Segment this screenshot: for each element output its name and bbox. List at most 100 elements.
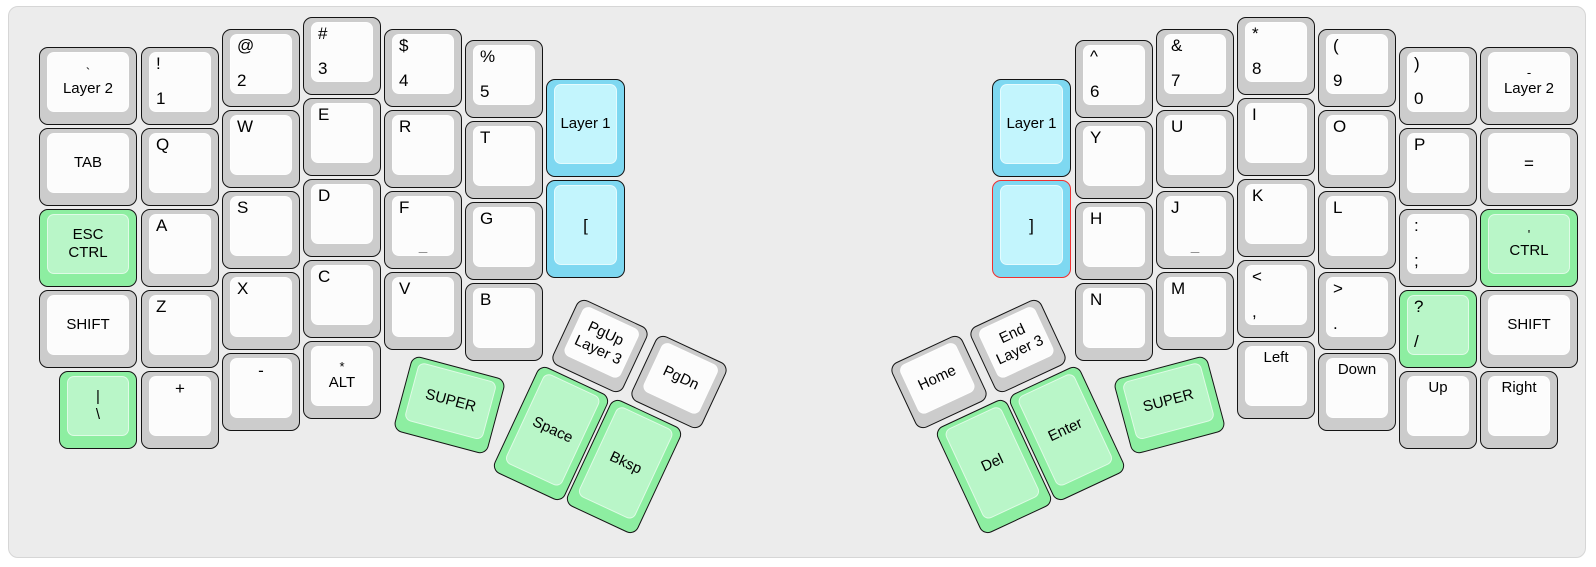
key-label: P — [1414, 135, 1426, 154]
key-question-slash[interactable]: ?/ — [1399, 290, 1477, 368]
keycap-top: M — [1164, 277, 1226, 337]
keycap-top: -Layer 2 — [1488, 52, 1570, 112]
key-u[interactable]: U — [1156, 110, 1234, 188]
key-w[interactable]: W — [222, 110, 300, 188]
key-s[interactable]: S — [222, 191, 300, 269]
key-label: TAB — [73, 154, 103, 171]
key-5[interactable]: %5 — [465, 40, 543, 118]
key-4[interactable]: $4 — [384, 29, 462, 107]
key-a[interactable]: A — [141, 209, 219, 287]
key-8[interactable]: *8 — [1237, 17, 1315, 95]
key-q[interactable]: Q — [141, 128, 219, 206]
keycap-top: @2 — [230, 34, 292, 94]
key-g[interactable]: G — [465, 202, 543, 280]
key-rbracket[interactable]: ] — [992, 180, 1071, 278]
key-comma[interactable]: <, — [1237, 260, 1315, 338]
key-3[interactable]: #3 — [303, 17, 381, 95]
key-period[interactable]: >. — [1318, 272, 1396, 350]
key-label: R — [399, 117, 412, 136]
keycap-top: ^6 — [1083, 45, 1145, 105]
key-e[interactable]: E — [303, 98, 381, 176]
keycap-top: O — [1326, 115, 1388, 175]
key-c[interactable]: C — [303, 260, 381, 338]
key-t[interactable]: T — [465, 121, 543, 199]
key-right-arrow[interactable]: Right — [1480, 371, 1558, 449]
key-z[interactable]: Z — [141, 290, 219, 368]
key-asterisk-alt[interactable]: *ALT — [303, 341, 381, 419]
key-7[interactable]: &7 — [1156, 29, 1234, 107]
keycap-top: J_ — [1164, 196, 1226, 256]
key-l[interactable]: L — [1318, 191, 1396, 269]
key-up-arrow[interactable]: Up — [1399, 371, 1477, 449]
key-layer1-left[interactable]: Layer 1 — [546, 79, 625, 177]
key-label: 4 — [399, 71, 409, 90]
key-v[interactable]: V — [384, 272, 462, 350]
key-layer1-right[interactable]: Layer 1 — [992, 79, 1071, 177]
key-k[interactable]: K — [1237, 179, 1315, 257]
key-grave-layer2[interactable]: `Layer 2 — [39, 47, 137, 125]
homing-mark: _ — [418, 237, 428, 254]
key-label: SUPER — [423, 385, 478, 416]
key-2[interactable]: @2 — [222, 29, 300, 107]
key-n[interactable]: N — [1075, 283, 1153, 361]
key-b[interactable]: B — [465, 283, 543, 361]
key-x[interactable]: X — [222, 272, 300, 350]
key-9[interactable]: (9 — [1318, 29, 1396, 107]
key-j[interactable]: J_ — [1156, 191, 1234, 269]
key-label: 8 — [1252, 59, 1262, 78]
key-super-right[interactable]: SUPER — [1112, 354, 1227, 456]
keycap-top: SHIFT — [1488, 295, 1570, 355]
key-tab[interactable]: TAB — [39, 128, 137, 206]
key-h[interactable]: H — [1075, 202, 1153, 280]
key-6[interactable]: ^6 — [1075, 40, 1153, 118]
key-down-arrow[interactable]: Down — [1318, 353, 1396, 431]
key-label: * — [1252, 24, 1259, 43]
key-shift-left[interactable]: SHIFT — [39, 290, 137, 368]
key-label: Q — [156, 135, 170, 154]
keycap-top: Right — [1488, 376, 1550, 436]
keycap-top: `Layer 2 — [47, 52, 129, 112]
key-left-arrow[interactable]: Left — [1237, 341, 1315, 419]
key-label: ALT — [328, 374, 356, 391]
key-label: ` — [85, 65, 91, 80]
key-minus-left[interactable]: - — [222, 353, 300, 431]
key-d[interactable]: D — [303, 179, 381, 257]
key-0[interactable]: )0 — [1399, 47, 1477, 125]
key-label: \ — [95, 406, 101, 423]
key-label: H — [1090, 209, 1103, 228]
key-label: B — [480, 290, 492, 309]
key-p[interactable]: P — [1399, 128, 1477, 206]
key-pipe-backslash[interactable]: |\ — [59, 371, 137, 449]
key-f[interactable]: F_ — [384, 191, 462, 269]
key-shift-right[interactable]: SHIFT — [1480, 290, 1578, 368]
keycap-top: SHIFT — [47, 295, 129, 355]
key-plus[interactable]: + — [141, 371, 219, 449]
keycap-top: R — [392, 115, 454, 175]
keycap-top: %5 — [473, 45, 535, 105]
key-y[interactable]: Y — [1075, 121, 1153, 199]
key-equals[interactable]: = — [1480, 128, 1578, 206]
key-semicolon[interactable]: :; — [1399, 209, 1477, 287]
key-super-left[interactable]: SUPER — [392, 354, 507, 456]
keycap-top: E — [311, 103, 373, 163]
key-o[interactable]: O — [1318, 110, 1396, 188]
keycap-top: *ALT — [311, 346, 373, 406]
key-label: Up — [1428, 379, 1448, 396]
key-quote-ctrl[interactable]: 'CTRL — [1480, 209, 1578, 287]
keycap-top: )0 — [1407, 52, 1469, 112]
key-i[interactable]: I — [1237, 98, 1315, 176]
key-lbracket[interactable]: [ — [546, 180, 625, 278]
key-r[interactable]: R — [384, 110, 462, 188]
key-label: SHIFT — [66, 316, 110, 333]
key-m[interactable]: M — [1156, 272, 1234, 350]
keycap-top: Home — [897, 340, 977, 416]
key-label: 5 — [480, 82, 490, 101]
key-label: K — [1252, 186, 1264, 205]
key-minus-layer2[interactable]: -Layer 2 — [1480, 47, 1578, 125]
keycap-top: #3 — [311, 22, 373, 82]
key-1[interactable]: !1 — [141, 47, 219, 125]
keycap-top: ] — [1000, 185, 1063, 265]
